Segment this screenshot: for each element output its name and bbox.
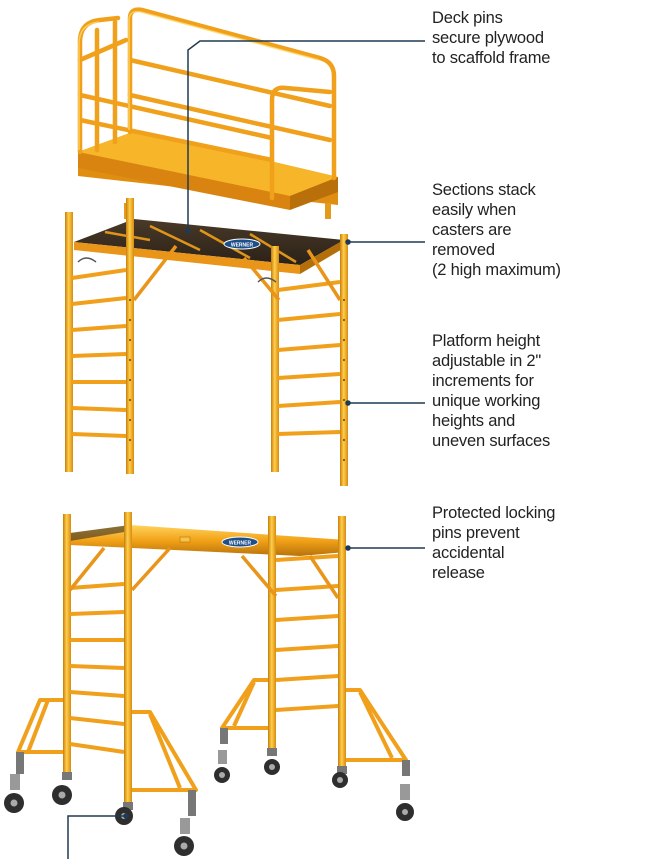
upper-right-ladder-rungs [277,280,341,436]
callout-locking-pins: Protected locking pins prevent accidenta… [432,503,555,583]
callout-line: accidental [432,544,505,562]
upper-post-left-back [126,198,134,474]
caster [115,802,133,825]
lower-right-ladder-rungs [275,554,339,712]
callout-line: to scaffold frame [432,49,551,67]
callout-line: increments for [432,372,534,390]
caster [174,790,196,856]
callout-line: Platform height [432,332,540,350]
callout-line: easily when [432,201,517,219]
leader-deck-pins [187,40,425,230]
callout-platform-height: Platform height adjustable in 2" increme… [432,331,550,451]
brand-badge-upper-text: WERNER [231,243,254,249]
lower-post-left-back [124,512,132,802]
guard-rail-unit [77,7,338,219]
upper-post-right-front [271,246,279,472]
caster [52,772,72,805]
guard-rail-deck-side [290,177,338,210]
callout-line: release [432,564,485,582]
callout-line: unique working [432,392,541,410]
callout-line: adjustable in 2" [432,352,542,370]
callout-line: removed [432,241,495,259]
caster [4,752,24,813]
callout-line: secure plywood [432,29,544,47]
callout-line: casters are [432,221,512,239]
upper-deck-frame-side [300,240,344,274]
caster [214,728,230,783]
brand-badge-lower [221,536,259,548]
brand-badge-lower-text: WERNER [229,541,252,547]
callout-line: heights and [432,412,516,430]
upper-frame-section: WERNER [65,198,348,486]
locking-pin [179,536,191,543]
lower-frame-section: WERNER [4,512,414,856]
callout-sections-stack: Sections stack easily when casters are r… [432,180,561,280]
upper-left-ladder-rungs [71,268,127,438]
callout-line: uneven surfaces [432,432,551,450]
deck-pin [325,203,331,219]
upper-post-left-front [65,212,73,472]
lower-top-beam [70,525,346,556]
callout-deck-pins: Deck pins secure plywood to scaffold fra… [432,8,550,68]
guard-rail-deck-front [78,152,290,210]
leader-casters [67,815,126,859]
callout-line: (2 high maximum) [432,261,561,279]
callout-line: Deck pins [432,9,503,27]
lower-post-right-back [338,516,346,766]
callout-line: Protected locking [432,504,556,522]
lower-post-left-front [63,514,71,772]
lower-left-ladder-rungs [69,582,125,754]
caster [396,760,414,821]
callout-line: Sections stack [432,181,536,199]
outriggers [16,678,408,792]
lower-post-right-front [268,516,276,748]
callout-line: pins prevent [432,524,520,542]
caster [332,766,348,788]
callout-leader-lines [67,40,425,859]
brand-badge-upper [223,238,261,250]
caster [264,748,280,775]
